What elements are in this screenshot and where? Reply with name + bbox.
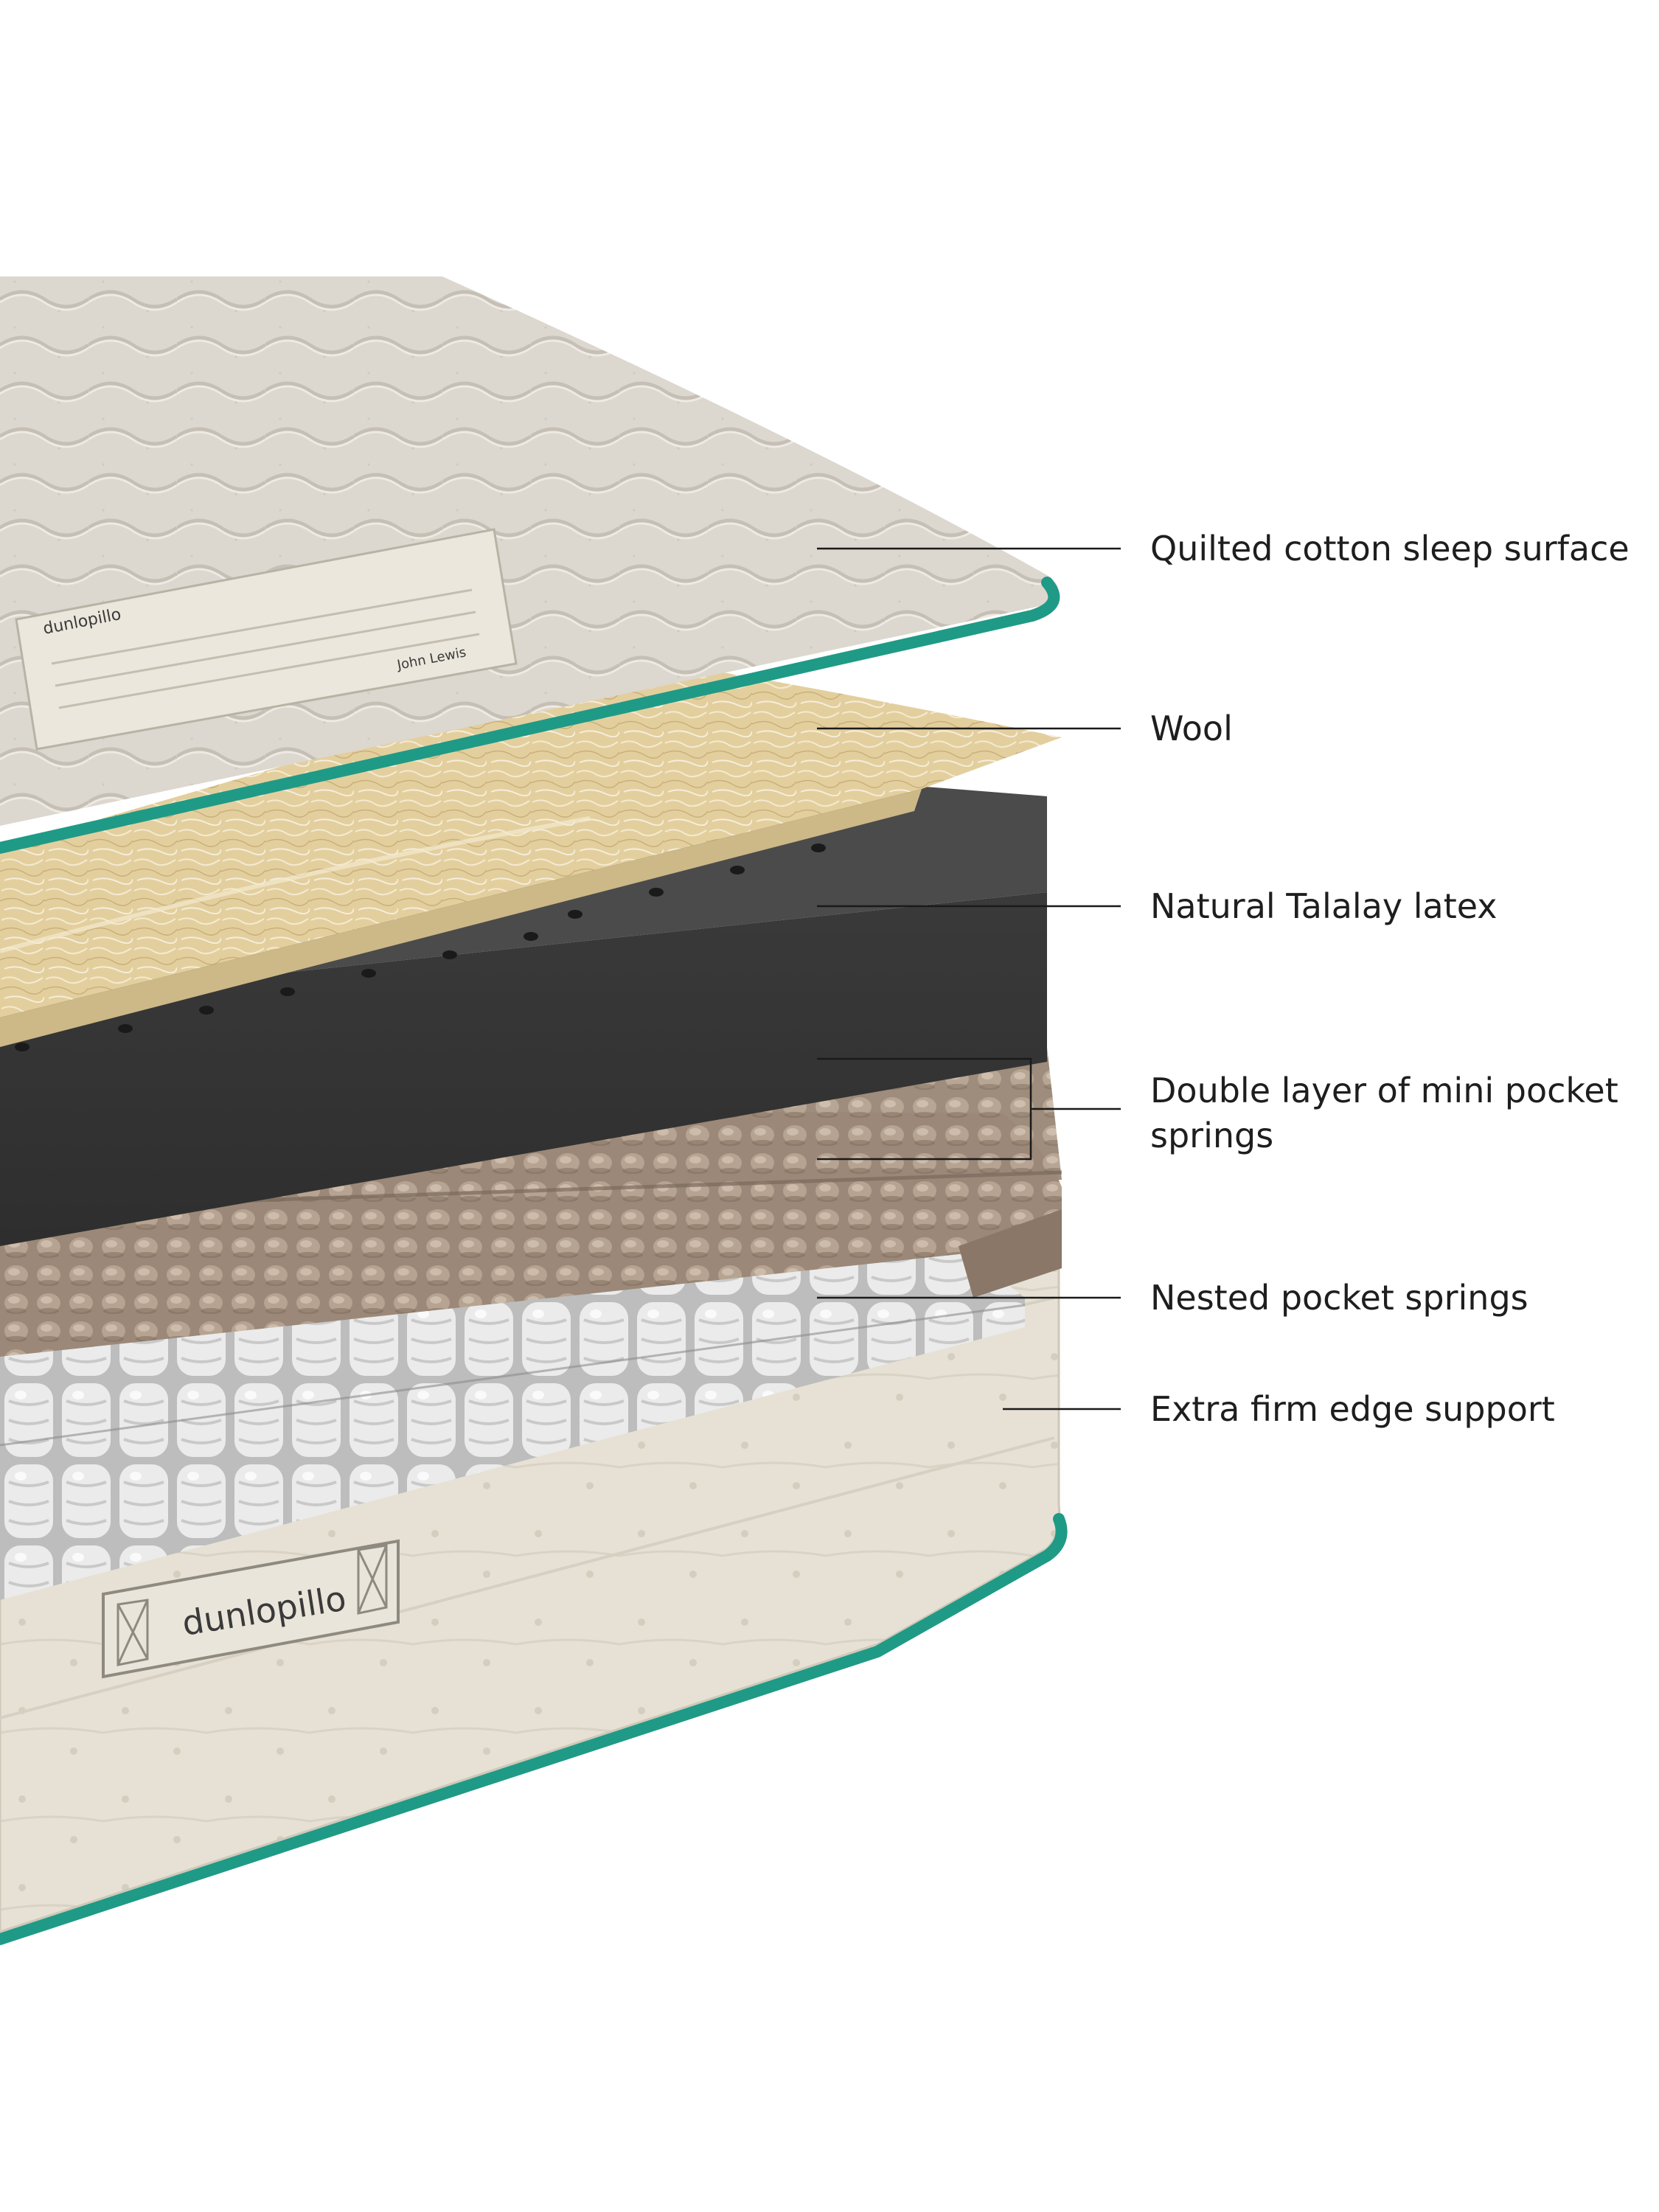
- label-quilted-cotton: Quilted cotton sleep surface: [1150, 529, 1630, 568]
- leader-lines: [817, 547, 1121, 1411]
- label-mini-springs-line1: Double layer of mini pocket: [1150, 1071, 1618, 1110]
- quilted-cotton-layer: dunlopillo John Lewis: [0, 276, 1060, 854]
- front-brand-tag: dunlopillo: [102, 1539, 400, 1679]
- label-mini-springs-line2: springs: [1150, 1116, 1273, 1155]
- label-nested-springs: Nested pocket springs: [1150, 1278, 1528, 1318]
- nested-pocket-springs: [0, 1246, 1025, 1600]
- teal-piping-bottom: [0, 1513, 1068, 1945]
- label-edge-support: Extra firm edge support: [1150, 1389, 1555, 1429]
- label-latex: Natural Talalay latex: [1150, 886, 1497, 926]
- base-unit: dunlopillo: [0, 1186, 1068, 1945]
- leader-mini-springs-bracket: [817, 1057, 1121, 1161]
- wool-top-face: [0, 660, 1062, 1018]
- latex-side-face: [0, 892, 1047, 1246]
- label-wool: Wool: [1150, 709, 1233, 748]
- callout-labels: Quilted cotton sleep surface Wool Natura…: [1150, 529, 1630, 1429]
- teal-piping-top: [0, 577, 1060, 854]
- wool-layer: [0, 660, 1062, 1047]
